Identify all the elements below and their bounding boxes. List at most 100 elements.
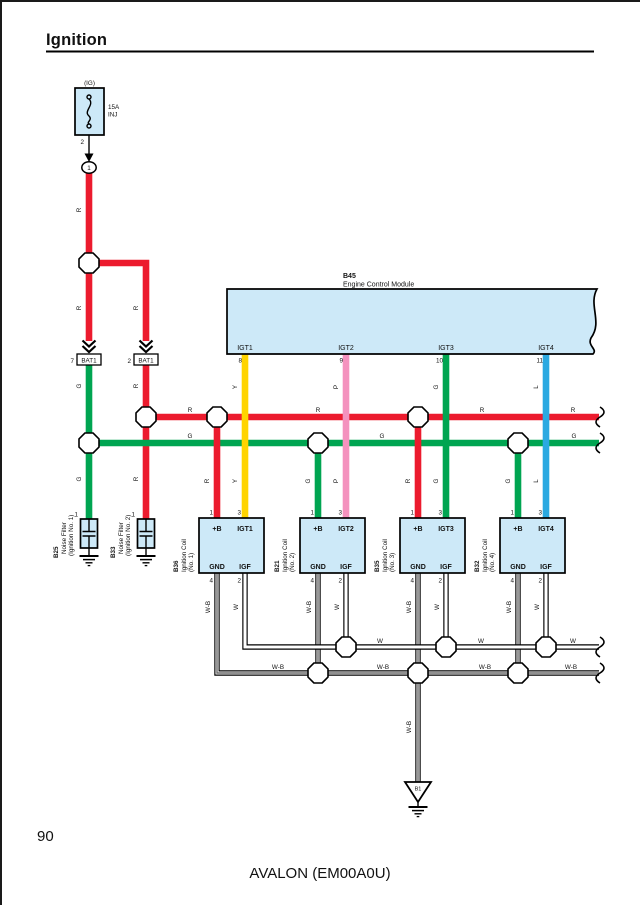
header: Ignition — [46, 31, 594, 53]
junction-node — [535, 636, 557, 658]
coil-id: B21 — [274, 560, 281, 572]
coil-name: Ignition Coil — [282, 539, 289, 572]
splice-number: 1 — [87, 165, 91, 172]
wire-wb-main — [214, 573, 599, 676]
wire-label: G — [433, 478, 440, 483]
splice-node — [81, 160, 97, 175]
coil-terminal-plusb: +B — [313, 526, 322, 533]
ecm-block: B45 Engine Control Module IGT1 IGT2 IGT3… — [226, 273, 599, 365]
junction-node — [78, 252, 100, 274]
bat1-connectors: BAT1 BAT1 7 2 — [70, 339, 159, 366]
wire-label: L — [533, 385, 540, 389]
wire-label: G — [433, 384, 440, 389]
ignition-coil-1: +B IGT1 GND IGF 1 3 4 2 B36 Ignition Coi… — [173, 510, 265, 585]
wire-label: G — [188, 433, 193, 440]
bat1-left-pin: 7 — [70, 358, 74, 365]
continuation-breaks — [595, 406, 605, 684]
junction-node — [507, 432, 529, 454]
bat1-right-box — [133, 353, 159, 366]
ignition-coil-3: +B IGT3 GND IGF 1 3 4 2 B35 Ignition Coi… — [374, 510, 466, 585]
wire-label: L — [533, 479, 540, 483]
coil-terminal-plusb: +B — [212, 526, 221, 533]
wire-label: W — [534, 604, 541, 610]
wire-label: R — [76, 207, 83, 212]
connector-chevron-icon — [81, 339, 97, 354]
wire-label: W — [478, 638, 484, 645]
ecm-name: Engine Control Module — [343, 282, 414, 289]
ecm-pin-11: 11 — [536, 358, 543, 365]
coil-terminal-gnd: GND — [209, 564, 225, 571]
coil-pin-1: 1 — [310, 510, 314, 517]
coil-number: (No. 3) — [389, 553, 396, 572]
filter-number: (Ignition No. 2) — [125, 515, 132, 556]
filter-id: B25 — [53, 546, 60, 558]
wb-stripe — [216, 573, 599, 782]
coil-terminal-gnd: GND — [410, 564, 426, 571]
coil-pin-1: 1 — [209, 510, 213, 517]
coil-terminal-igt: IGT3 — [438, 526, 454, 533]
coil-pin-4: 4 — [209, 578, 213, 585]
wire-labels: R R R G R G R R R R R G G G Y P G L R Y … — [76, 207, 577, 733]
ground-triangle-icon — [403, 781, 433, 804]
coil-pin-4: 4 — [310, 578, 314, 585]
junction-node — [307, 662, 329, 684]
coil-box — [299, 517, 366, 574]
wire-label: W-B — [406, 721, 413, 733]
ecm-pin-8: 8 — [238, 358, 242, 365]
noise-filter-1: 1 B25 Noise Filter (Ignition No. 1) — [53, 512, 100, 567]
fuse-terminal-bottom — [86, 123, 92, 129]
coil-pin-3: 3 — [538, 510, 542, 517]
wire-label: G — [572, 433, 577, 440]
junction-node — [135, 406, 157, 428]
coil-id: B36 — [173, 560, 180, 572]
wire-label: G — [305, 478, 312, 483]
wire-label: R — [204, 478, 211, 483]
filter-name: Noise Filter — [118, 522, 125, 554]
junction-node — [407, 406, 429, 428]
coil-pin-3: 3 — [438, 510, 442, 517]
wire-red-branch — [89, 259, 150, 341]
coil-pin-4: 4 — [510, 578, 514, 585]
coil-number: (No. 2) — [289, 553, 296, 572]
ecm-pin-9: 9 — [339, 358, 343, 365]
connector-arrow-icon — [84, 153, 94, 162]
wire-label: G — [380, 433, 385, 440]
page-title: Ignition — [46, 31, 107, 49]
wire-label: G — [76, 476, 83, 481]
ground-icon — [407, 806, 429, 818]
wire-label: Y — [232, 384, 239, 389]
coil-terminal-igt: IGT1 — [237, 526, 253, 533]
bat1-left-box — [76, 353, 102, 366]
filter-pin: 1 — [74, 512, 78, 519]
ground-signal-wires — [214, 573, 599, 782]
junction-node — [407, 662, 429, 684]
capacitor-icon — [139, 519, 153, 548]
wire-label: W-B — [377, 664, 389, 671]
capacitor-icon — [82, 519, 96, 548]
wire-label: W-B — [565, 664, 577, 671]
coil-pin-2: 2 — [237, 578, 241, 585]
fuse-block: (IG) 15A INJ 2 1 — [74, 80, 120, 175]
wire-label: R — [188, 407, 193, 414]
wire-label: W — [334, 604, 341, 610]
junction-node — [78, 432, 100, 454]
coil-box — [499, 517, 566, 574]
ground-id: B1 — [415, 787, 422, 793]
wire-label: P — [333, 479, 340, 483]
junction-node — [335, 636, 357, 658]
coil-box — [198, 517, 265, 574]
coil-id: B35 — [374, 560, 381, 572]
coil-pin-3: 3 — [338, 510, 342, 517]
wire-label: R — [571, 407, 576, 414]
wire-label: R — [316, 407, 321, 414]
wire-label: G — [505, 478, 512, 483]
ecm-terminal-igt1: IGT1 — [237, 345, 253, 352]
junction-node — [307, 432, 329, 454]
coil-pin-4: 4 — [410, 578, 414, 585]
wire-label: R — [405, 478, 412, 483]
junction-node — [206, 406, 228, 428]
wire-label: W — [377, 638, 383, 645]
filter-pin: 1 — [131, 512, 135, 519]
coil-number: (No. 4) — [489, 553, 496, 572]
wire-label: R — [76, 305, 83, 310]
